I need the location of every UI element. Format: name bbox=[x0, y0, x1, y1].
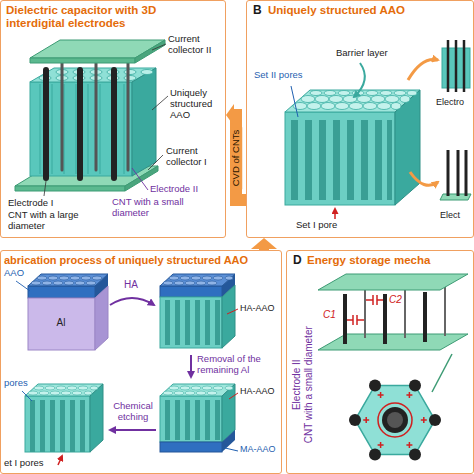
part-label: Set II pores bbox=[254, 70, 303, 81]
part-label: CNT with a small diameter bbox=[303, 326, 315, 443]
part-label: Elect bbox=[440, 210, 460, 220]
process-arrow bbox=[226, 104, 246, 200]
part-label: Current collector I bbox=[166, 146, 222, 168]
part-label: CNT with a small diameter bbox=[112, 197, 222, 219]
part-label: Set I pore bbox=[296, 220, 337, 231]
capacitor-drawing bbox=[15, 40, 168, 196]
part-label: Barrier layer bbox=[336, 48, 388, 59]
part-label: pores bbox=[4, 378, 28, 389]
part-label: Electrode I bbox=[8, 198, 53, 209]
panel-title: Energy storage mecha bbox=[307, 254, 430, 267]
panel-letter: B bbox=[253, 4, 262, 18]
part-label: et I pores bbox=[4, 458, 44, 469]
capacitance-label: C1 bbox=[323, 309, 336, 321]
step-label: Chemical etching bbox=[109, 401, 157, 423]
part-label: HA-AAO bbox=[240, 386, 275, 396]
process-arrow bbox=[251, 238, 277, 250]
arrow-label: CVD of CNTs bbox=[230, 127, 242, 189]
part-label: AAO bbox=[4, 268, 24, 279]
panel-title: Uniquely structured AAO bbox=[268, 4, 405, 17]
step-label: Removal of the remaining Al bbox=[197, 354, 277, 376]
part-label: Current collector II bbox=[168, 34, 222, 56]
aao-drawing bbox=[285, 40, 471, 219]
panel-letter: D bbox=[293, 254, 302, 268]
part-label: Uniquely structured AAO bbox=[170, 88, 222, 121]
panel-title: abrication process of uniquely structure… bbox=[4, 254, 248, 267]
mechanism-drawing bbox=[318, 274, 468, 461]
material-label: Al bbox=[41, 317, 81, 329]
part-label: Electro bbox=[436, 97, 464, 107]
capacitance-label: C2 bbox=[389, 294, 402, 306]
part-label: HA-AAO bbox=[240, 303, 275, 313]
panel: B Uniquely structured AAO bbox=[246, 0, 474, 238]
part-label: Electrode II bbox=[150, 184, 198, 195]
part-label: CNT with a large diameter bbox=[8, 210, 104, 232]
part-label: MA-AAO bbox=[240, 444, 276, 454]
panel-title: Dielectric capacitor with 3D interdigita… bbox=[6, 4, 218, 30]
part-label: Electrode II bbox=[290, 360, 302, 411]
step-label: HA bbox=[124, 279, 138, 291]
